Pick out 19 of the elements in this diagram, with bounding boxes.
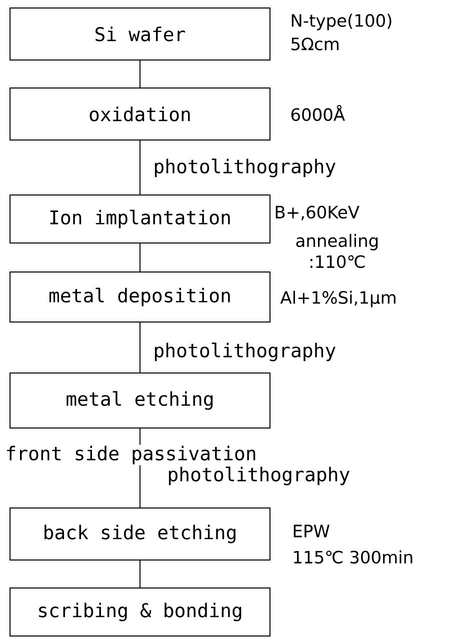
- edge-label: photolithography: [152, 158, 338, 178]
- step-note: 5Ωcm: [292, 38, 338, 50]
- process-box: back side etching: [10, 508, 270, 560]
- process-box: scribing & bonding: [10, 588, 270, 636]
- step-note: annealing :110℃: [296, 234, 378, 268]
- process-box: metal deposition: [10, 272, 270, 322]
- step-note: N-type(100): [292, 14, 392, 30]
- step-note: Al+1%Si,1μm: [280, 290, 396, 308]
- step-note: 115℃ 300min: [294, 550, 412, 564]
- process-box: oxidation: [10, 88, 270, 140]
- step-note: EPW: [294, 524, 330, 538]
- step-note: B+,60KeV: [276, 206, 360, 220]
- step-note: photolithography: [168, 466, 350, 486]
- edge-label: front side passivation: [4, 444, 258, 466]
- step-note: 6000Å: [291, 104, 345, 121]
- edge-label: photolithography: [152, 342, 338, 362]
- process-box: Ion implantation: [10, 194, 270, 244]
- process-box: metal etching: [10, 372, 270, 428]
- process-box: Si wafer: [10, 8, 270, 60]
